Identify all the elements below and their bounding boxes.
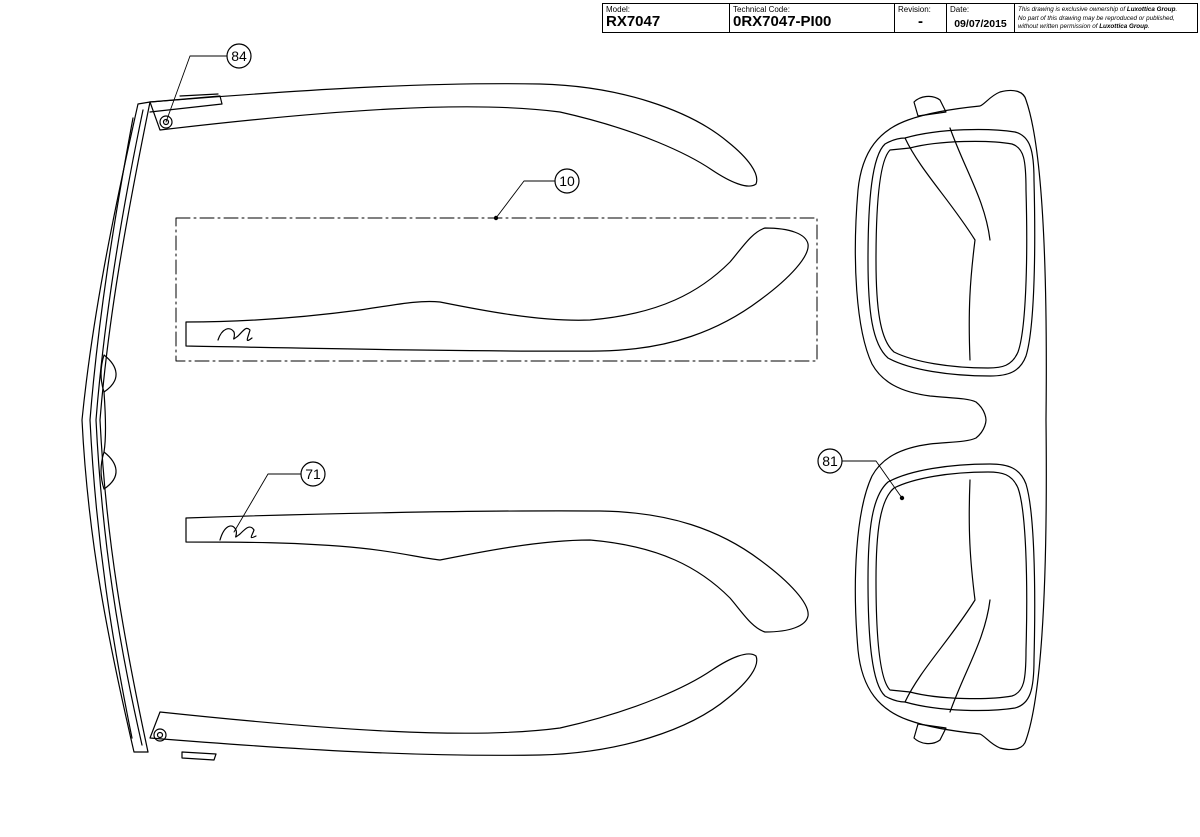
front-frame-inner xyxy=(99,101,151,753)
hinge-screw-top xyxy=(159,115,173,129)
callout-71: 71 xyxy=(233,461,326,533)
callout-10-label: 10 xyxy=(559,173,575,189)
notice-line1: This drawing is exclusive ownership of xyxy=(1018,6,1127,13)
notice-owner: Luxottica Group xyxy=(1126,6,1176,13)
nose-pad-lower xyxy=(100,451,117,490)
date-value: 09/07/2015 xyxy=(954,18,1007,30)
temple-top xyxy=(149,83,758,187)
lens-upper xyxy=(867,128,1036,377)
section-dash-box xyxy=(175,217,818,362)
callout-10: 10 xyxy=(493,168,580,221)
notice-owner-2: Luxottica Group xyxy=(1099,23,1148,30)
frame-front-outer xyxy=(854,89,1047,751)
date-label: Date: xyxy=(950,5,970,14)
callout-71-label: 71 xyxy=(305,466,321,482)
temple-side-upper xyxy=(175,217,818,362)
temple-logo-inner xyxy=(217,327,253,342)
callout-81: 81 xyxy=(817,448,905,501)
callout-84: 84 xyxy=(165,43,252,123)
hinge-screw-bottom xyxy=(153,728,167,742)
temple-logo-outer xyxy=(219,525,257,541)
notice-line3-end: . xyxy=(1147,23,1150,30)
revision-cell: Revision: - xyxy=(895,4,947,32)
callout-84-label: 84 xyxy=(231,48,247,64)
notice-line3: without written permission of xyxy=(1018,23,1100,30)
model-value: RX7047 xyxy=(606,13,661,30)
temple-bottom xyxy=(149,653,758,756)
model-cell: Model: RX7047 xyxy=(603,4,730,32)
revision-label: Revision: xyxy=(898,5,931,14)
temple-side-lower xyxy=(185,510,809,633)
technical-code-value: 0RX7047-PI00 xyxy=(733,13,832,30)
ownership-notice: This drawing is exclusive ownership of L… xyxy=(1015,4,1196,32)
technical-code-label: Technical Code: xyxy=(733,5,790,14)
title-block: Model: RX7047 Technical Code: 0RX7047-PI… xyxy=(602,3,1198,33)
revision-value: - xyxy=(918,13,923,30)
callout-81-label: 81 xyxy=(822,453,838,469)
notice-line1-end: . xyxy=(1175,6,1178,13)
date-cell: Date: 09/07/2015 xyxy=(947,4,1015,32)
front-view xyxy=(854,89,1047,751)
front-frame-outer xyxy=(81,101,151,753)
model-label: Model: xyxy=(606,5,631,14)
notice-line2: No part of this drawing may be reproduce… xyxy=(1018,14,1175,22)
top-view xyxy=(81,83,758,761)
lens-lower xyxy=(867,463,1036,712)
technical-code-cell: Technical Code: 0RX7047-PI00 xyxy=(730,4,895,32)
